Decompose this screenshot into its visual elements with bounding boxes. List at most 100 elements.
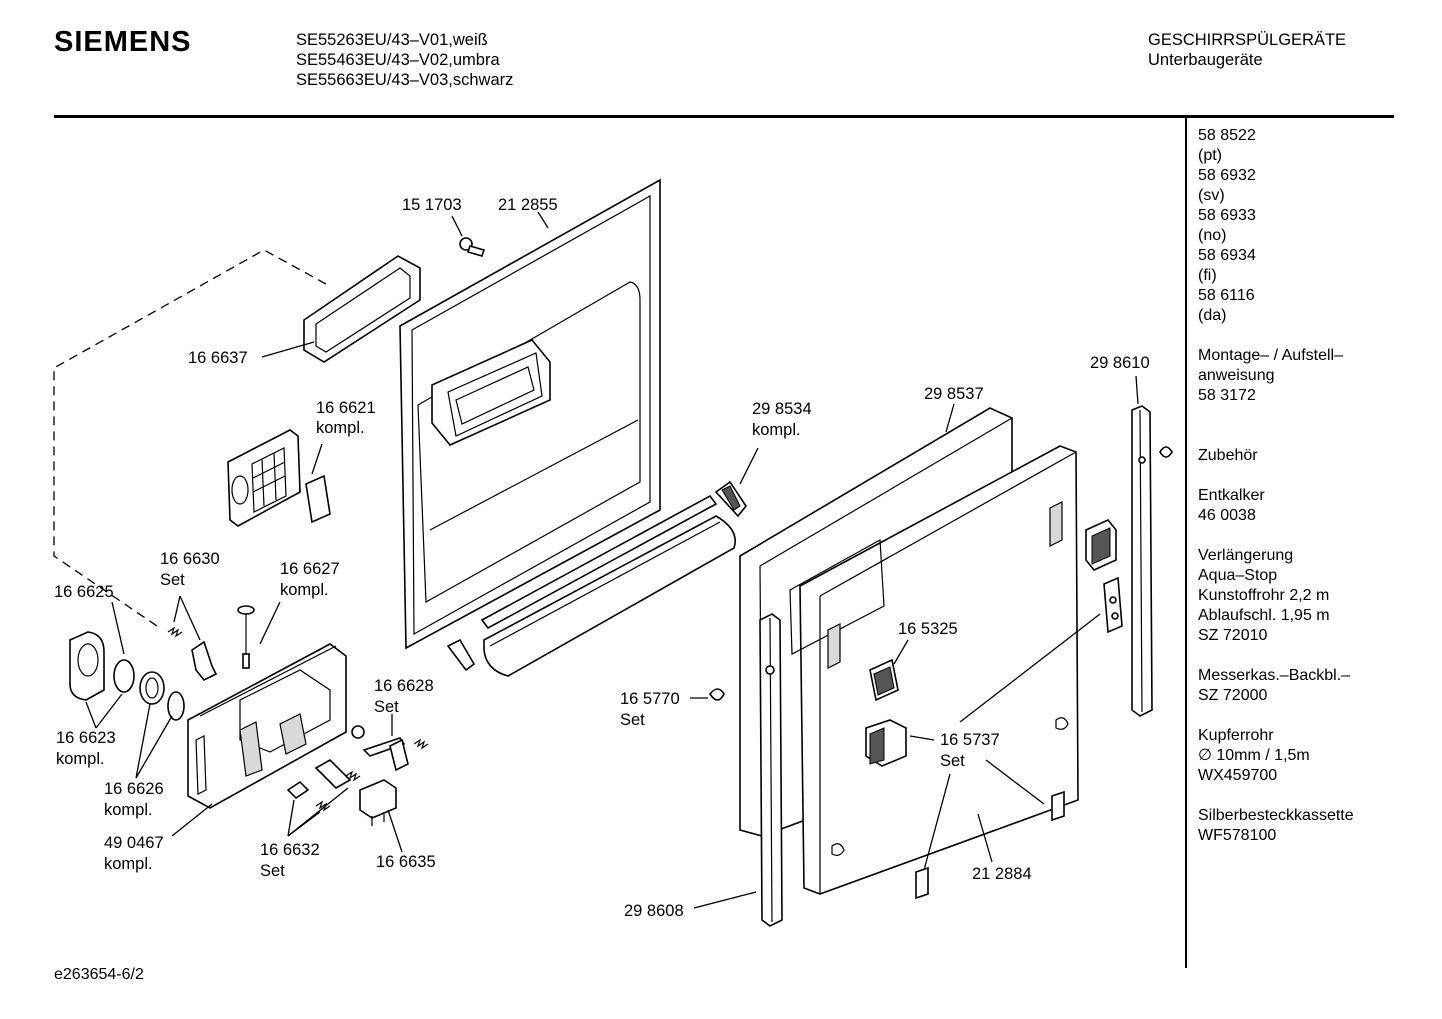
bracket-top-right (1085, 519, 1117, 571)
sidebar-line: Entkalker (1198, 487, 1265, 504)
sidebar-line: Montage– / Aufstell– (1198, 347, 1343, 364)
model-line: SE55663EU/43–V03,schwarz (296, 71, 514, 89)
sidebar-line: (da) (1198, 307, 1227, 324)
part-label-298537: 29 8537 (924, 385, 984, 403)
pin-part (362, 737, 406, 757)
ring-seal (113, 659, 135, 693)
part-label-298610: 29 8610 (1090, 354, 1150, 372)
spring-part-2 (413, 738, 429, 750)
spring-part-3 (315, 800, 331, 812)
part-label-298534-note: kompl. (752, 421, 801, 439)
sidebar-line: (no) (1198, 227, 1227, 244)
part-label-165770: 16 5770 (620, 690, 680, 708)
part-label-298534: 29 8534 (752, 400, 812, 418)
part-label-166637: 16 6637 (188, 349, 248, 367)
model-line: SE55263EU/43–V01,weiß (296, 31, 488, 49)
spring-part (167, 626, 183, 638)
part-label-490467-note: kompl. (104, 855, 153, 873)
gasket-part (303, 255, 421, 363)
sidebar-line: 46 0038 (1198, 507, 1256, 524)
foot-part (1051, 790, 1065, 822)
drawing-code: e263654-6/2 (54, 966, 144, 983)
sidebar-line: Kunstoffrohr 2,2 m (1198, 587, 1330, 604)
hinge-part (865, 719, 907, 767)
bracket-right (1103, 576, 1123, 634)
sidebar-spacer (1198, 526, 1438, 546)
part-label-166623-note: kompl. (56, 750, 105, 768)
part-label-166635: 16 6635 (376, 853, 436, 871)
sidebar-spacer (1198, 406, 1438, 426)
sidebar-line: 58 3172 (1198, 387, 1256, 404)
handle-strip (480, 494, 736, 677)
part-label-165770-note: Set (620, 711, 645, 729)
sidebar-line: ∅ 10mm / 1,5m (1198, 747, 1310, 764)
sidebar-line: 58 6934 (1198, 247, 1256, 264)
clip-part (714, 480, 747, 518)
part-label-165737-note: Set (940, 752, 965, 770)
sidebar-line: Silberbesteckkassette (1198, 807, 1354, 824)
lever-part (191, 640, 218, 682)
cover-part (227, 429, 331, 527)
part-label-166630: 16 6630 (160, 550, 220, 568)
part-label-166626: 16 6626 (104, 780, 164, 798)
float-part (237, 605, 255, 669)
part-label-166628: 16 6628 (374, 677, 434, 695)
mounting-panel (789, 445, 1079, 895)
sidebar-spacer (1198, 426, 1438, 446)
sidebar-line: Verlängerung (1198, 547, 1294, 564)
spring-part-4 (345, 770, 361, 782)
dispenser-housing (187, 643, 347, 809)
part-label-166627-note: kompl. (280, 581, 329, 599)
o-ring (167, 691, 185, 721)
hinge-bracket (446, 638, 476, 672)
sidebar-line: Kupferrohr (1198, 727, 1274, 744)
sidebar-line: Zubehör (1198, 447, 1258, 464)
category: GESCHIRRSPÜLGERÄTE Unterbaugeräte (1148, 30, 1346, 70)
sidebar-line: WX459700 (1198, 767, 1278, 784)
side-rail-right (1131, 405, 1153, 717)
part-label-166627: 16 6627 (280, 560, 340, 578)
slider-part (286, 780, 310, 800)
dashed-reference-line (53, 249, 327, 629)
latch-part (869, 658, 899, 702)
sidebar-line: Messerkas.–Backbl.– (1198, 667, 1351, 684)
model-line: SE55463EU/43–V02,umbra (296, 51, 500, 69)
sidebar-line: SZ 72010 (1198, 627, 1268, 644)
sidebar-spacer (1198, 786, 1438, 806)
part-label-166621: 16 6621 (316, 399, 376, 417)
part-label-166626-note: kompl. (104, 801, 153, 819)
part-label-166621-note: kompl. (316, 419, 365, 437)
part-label-151703: 15 1703 (402, 196, 462, 214)
latch-arm (389, 738, 409, 772)
part-label-165325: 16 5325 (898, 620, 958, 638)
sidebar-line: (sv) (1198, 187, 1225, 204)
sidebar-line: 58 6932 (1198, 167, 1256, 184)
part-label-166625: 16 6625 (54, 583, 114, 601)
foot-part-2 (915, 866, 929, 900)
sidebar-line: anweisung (1198, 367, 1275, 384)
inner-door-panel (399, 178, 661, 650)
part-label-212855: 21 2855 (498, 196, 558, 214)
part-label-166628-note: Set (374, 698, 399, 716)
cap-part (709, 688, 725, 701)
screw-part (459, 237, 486, 257)
ball-part (351, 725, 365, 739)
sidebar-line: 58 6116 (1198, 287, 1255, 304)
sidebar-line: Aqua–Stop (1198, 567, 1278, 584)
sidebar-spacer (1198, 466, 1438, 486)
sidebar-line: Ablaufschl. 1,95 m (1198, 607, 1330, 624)
sidebar-line: WF578100 (1198, 827, 1277, 844)
sidebar-spacer (1198, 706, 1438, 726)
sidebar-spacer (1198, 326, 1438, 346)
sidebar-line: 58 8522 (1198, 127, 1256, 144)
sidebar-line: (pt) (1198, 147, 1222, 164)
part-label-166623: 16 6623 (56, 729, 116, 747)
part-label-212884: 21 2884 (972, 865, 1032, 883)
part-label-165737: 16 5737 (940, 731, 1000, 749)
part-label-166632: 16 6632 (260, 841, 320, 859)
part-label-166630-note: Set (160, 571, 185, 589)
header-divider (54, 115, 1394, 118)
model-list: SE55263EU/43–V01,weiß SE55463EU/43–V02,u… (296, 30, 513, 90)
plug-part (1159, 446, 1173, 458)
side-rail-left (759, 613, 783, 927)
